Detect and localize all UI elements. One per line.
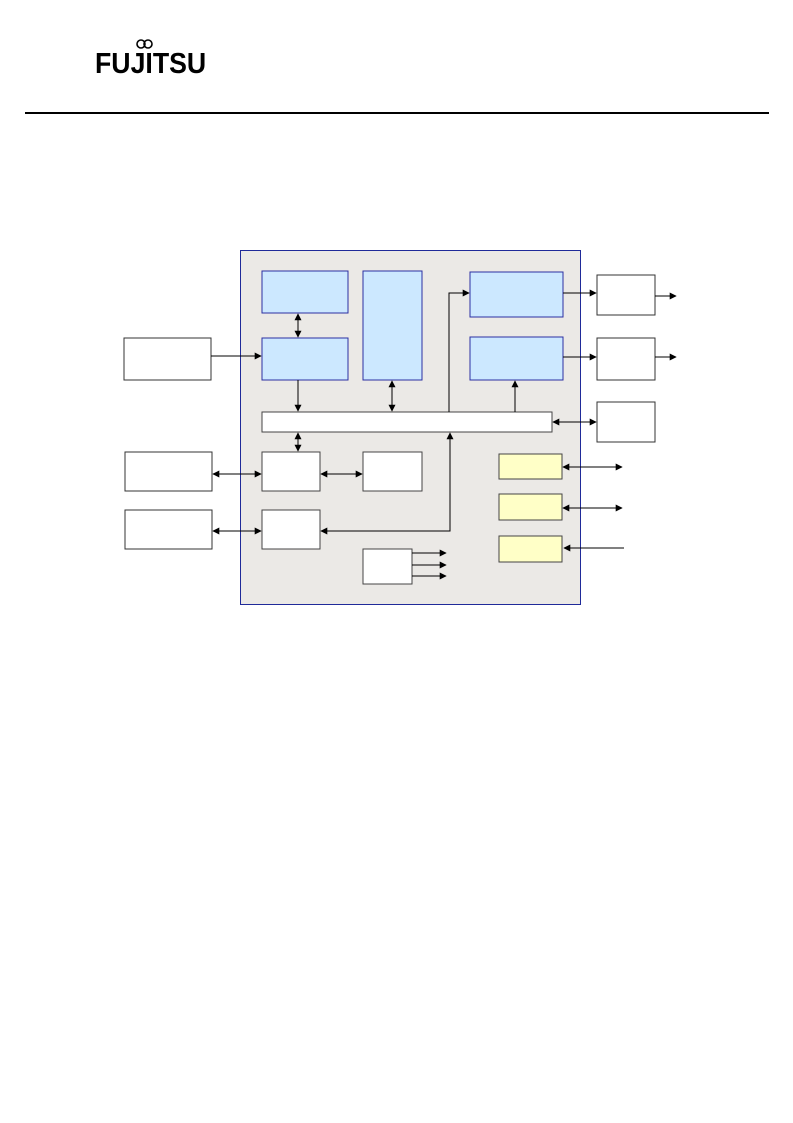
external-block-left-top: [123, 337, 212, 381]
block-attached: [362, 451, 423, 492]
peripheral-block-1: [498, 453, 563, 480]
peripheral-block-3: [498, 535, 563, 563]
header-rule: [25, 112, 769, 114]
fujitsu-logo: FUJITSU: [95, 39, 215, 90]
block-bus-interface-2: [261, 509, 321, 550]
block-top-left: [261, 270, 349, 314]
block-multi-output: [362, 548, 413, 585]
block-mid-right: [469, 336, 564, 381]
block-mid-left: [261, 337, 349, 381]
connectors: [211, 289, 677, 580]
external-block-left-mid: [124, 451, 213, 492]
infinity-mark-icon: [136, 39, 153, 49]
block-top-right: [469, 271, 564, 318]
external-block-right-1: [596, 274, 656, 316]
external-block-left-bottom: [124, 509, 213, 550]
internal-bus: [261, 411, 553, 433]
block-tall-center: [362, 270, 423, 381]
block-bus-interface-1: [261, 451, 321, 492]
external-block-right-2: [596, 337, 656, 381]
external-block-right-3: [596, 401, 656, 443]
peripheral-block-2: [498, 493, 563, 521]
logo-text: FUJITSU: [95, 48, 207, 80]
